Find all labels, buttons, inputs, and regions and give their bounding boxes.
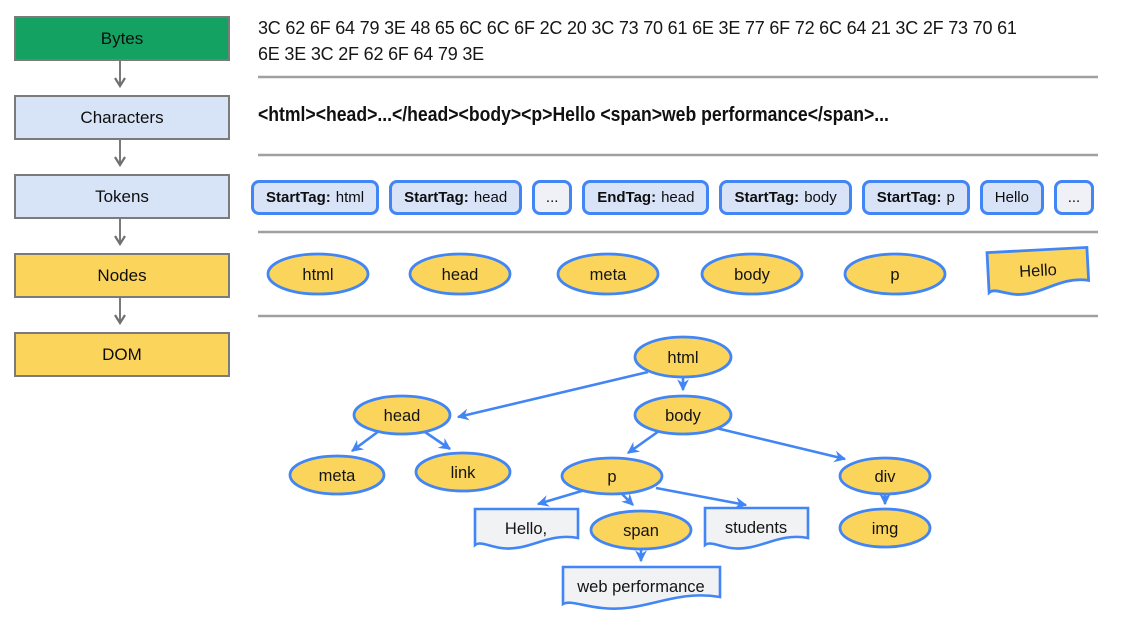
token-value: Hello [994, 189, 1029, 206]
dom-label-students-text: students [725, 519, 787, 537]
stage-label-bytes: Bytes [100, 28, 144, 48]
dom-node-head [352, 394, 452, 436]
dom-label-link: link [451, 464, 477, 482]
token-value: ... [545, 189, 559, 206]
dom-node-p [560, 456, 664, 496]
dom-tree-nodes [288, 335, 932, 551]
dom-tree-text-nodes [473, 506, 810, 610]
token-type: StartTag: [876, 189, 942, 206]
nodes-row-label-meta: meta [590, 266, 628, 284]
dom-text-node-web-performance [561, 565, 722, 610]
dom-label-span: span [623, 522, 659, 540]
nodes-row-ellipse-html [266, 252, 370, 296]
stage-box-dom: DOM [14, 332, 230, 377]
nodes-row-label-hello: Hello [1019, 261, 1057, 281]
dom-text-node-students [703, 506, 810, 550]
token-type: StartTag: [404, 189, 469, 206]
dom-label-web-performance-text: web performance [576, 578, 704, 596]
bytes-hex-text: 3C 62 6F 64 79 3E 48 65 6C 6C 6F 2C 20 3… [258, 15, 1118, 67]
dom-tree-edges [351, 370, 891, 563]
nodes-row-label-body: body [734, 266, 771, 284]
dom-node-span [589, 509, 693, 551]
token-value: head [661, 189, 695, 206]
dom-label-meta: meta [319, 467, 357, 485]
dom-node-link [414, 451, 512, 493]
nodes-row-text-node-hello [985, 245, 1091, 296]
stage-label-dom: DOM [102, 344, 142, 364]
dom-node-img [838, 507, 932, 549]
stage-label-characters: Characters [80, 107, 164, 127]
dom-label-p: p [607, 468, 616, 486]
dom-node-div [838, 456, 932, 496]
nodes-row-ellipse-head [408, 252, 512, 296]
nodes-row-labels: html head meta body p Hello [302, 261, 1057, 284]
dom-node-meta [288, 454, 386, 496]
token-pill-endtag-head: EndTag:head [582, 180, 710, 215]
dom-label-html: html [667, 349, 698, 367]
token-pill-starttag-p: StartTag:p [861, 180, 970, 215]
token-pill-starttag-head: StartTag:head [389, 180, 523, 215]
bytes-hex-line-1: 3C 62 6F 64 79 3E 48 65 6C 6C 6F 2C 20 3… [258, 18, 1017, 38]
edge-body-div [715, 426, 847, 463]
stage-label-nodes: Nodes [97, 265, 147, 285]
token-pill-starttag-html: StartTag:html [251, 180, 380, 215]
stage-box-characters: Characters [14, 95, 230, 140]
token-type: StartTag: [734, 189, 800, 206]
nodes-row-ellipse-p [843, 252, 947, 296]
nodes-row-label-html: html [302, 266, 333, 284]
dom-node-body [633, 394, 733, 436]
stage-label-tokens: Tokens [95, 186, 149, 206]
characters-markup-text: <html><head>...</head><body><p>Hello <sp… [258, 104, 889, 126]
token-pill-ellipsis-1: ... [532, 180, 573, 215]
nodes-row-ellipse-meta [556, 252, 660, 296]
dom-node-html [633, 335, 733, 379]
dom-label-body: body [665, 407, 702, 425]
nodes-row-label-p: p [890, 266, 899, 284]
edge-head-link [424, 430, 451, 451]
dom-label-head: head [384, 407, 421, 425]
bytes-hex-line-2: 6E 3E 3C 2F 62 6F 64 79 3E [258, 44, 484, 64]
edge-body-p [627, 429, 660, 455]
token-pill-starttag-body: StartTag:body [719, 180, 852, 215]
edge-p-students-text [655, 486, 748, 509]
edge-p-hello-text [536, 488, 586, 507]
token-type: StartTag: [266, 189, 331, 206]
token-value: head [473, 189, 508, 206]
stage-box-tokens: Tokens [14, 174, 230, 219]
stage-box-nodes: Nodes [14, 253, 230, 298]
dom-tree-labels: html head body meta link p div span img … [319, 349, 899, 596]
dom-label-img: img [872, 520, 899, 538]
token-value: ... [1067, 189, 1081, 206]
nodes-row-ellipse-body [700, 252, 804, 296]
dom-label-div: div [874, 468, 896, 486]
edge-p-span [619, 491, 634, 506]
edge-head-meta [351, 429, 380, 453]
token-value: html [335, 189, 365, 206]
nodes-row [266, 245, 1091, 296]
edge-html-head [456, 370, 649, 421]
tokens-row: StartTag:html StartTag:head ... EndTag:h… [251, 180, 1094, 215]
token-pill-ellipsis-2: ... [1053, 180, 1094, 215]
dom-label-hello-text: Hello, [505, 520, 547, 538]
token-pill-hello: Hello [979, 180, 1044, 215]
token-value: body [804, 189, 837, 206]
stage-box-bytes: Bytes [14, 16, 230, 61]
token-value: p [946, 189, 955, 206]
dom-text-node-hello [473, 507, 580, 550]
nodes-row-label-head: head [442, 266, 479, 284]
token-type: EndTag: [597, 189, 657, 206]
